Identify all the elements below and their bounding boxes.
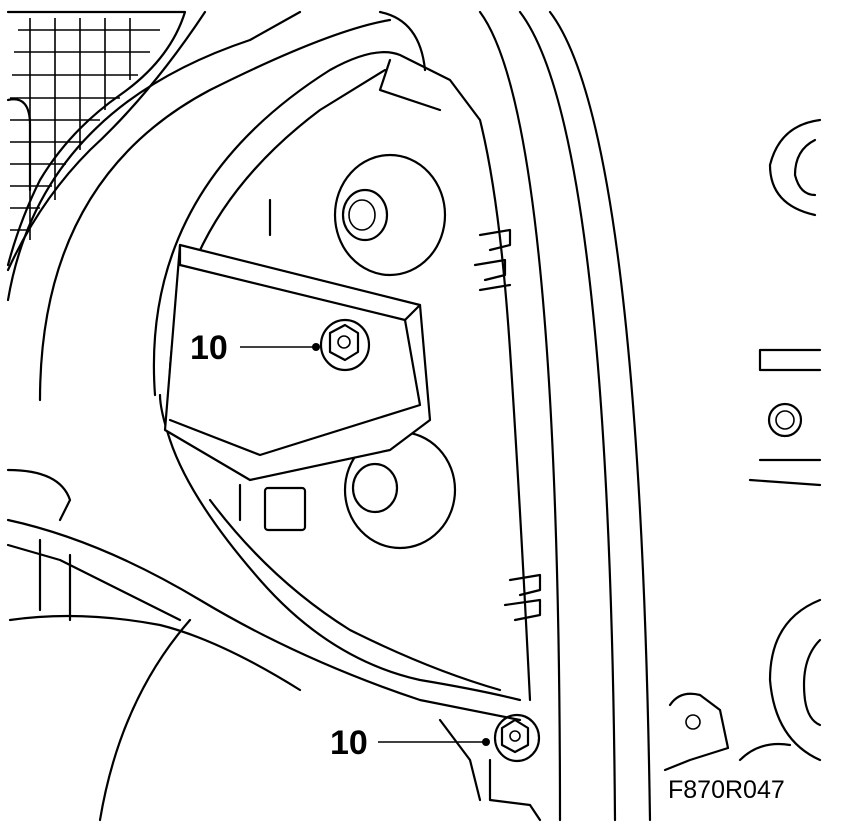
upper-bolt	[319, 318, 371, 372]
upper-opening	[268, 153, 447, 277]
callout-label-upper: 10	[190, 329, 228, 367]
lower-leader-dot	[482, 738, 490, 746]
callout-leaders	[240, 343, 490, 746]
bracket-frame	[152, 51, 532, 702]
lower-bolt	[493, 713, 541, 763]
lower-panel	[6, 468, 542, 822]
side-panel-features	[748, 118, 822, 762]
callout-label-lower: 10	[330, 724, 368, 762]
small-bracket	[663, 692, 792, 772]
figure-id: F870R047	[668, 776, 785, 804]
vent-grille	[6, 10, 207, 272]
door-frame-outline	[6, 10, 652, 822]
mounting-plate	[163, 243, 432, 482]
edge-clips	[473, 228, 542, 622]
upper-leader-dot	[312, 343, 320, 351]
